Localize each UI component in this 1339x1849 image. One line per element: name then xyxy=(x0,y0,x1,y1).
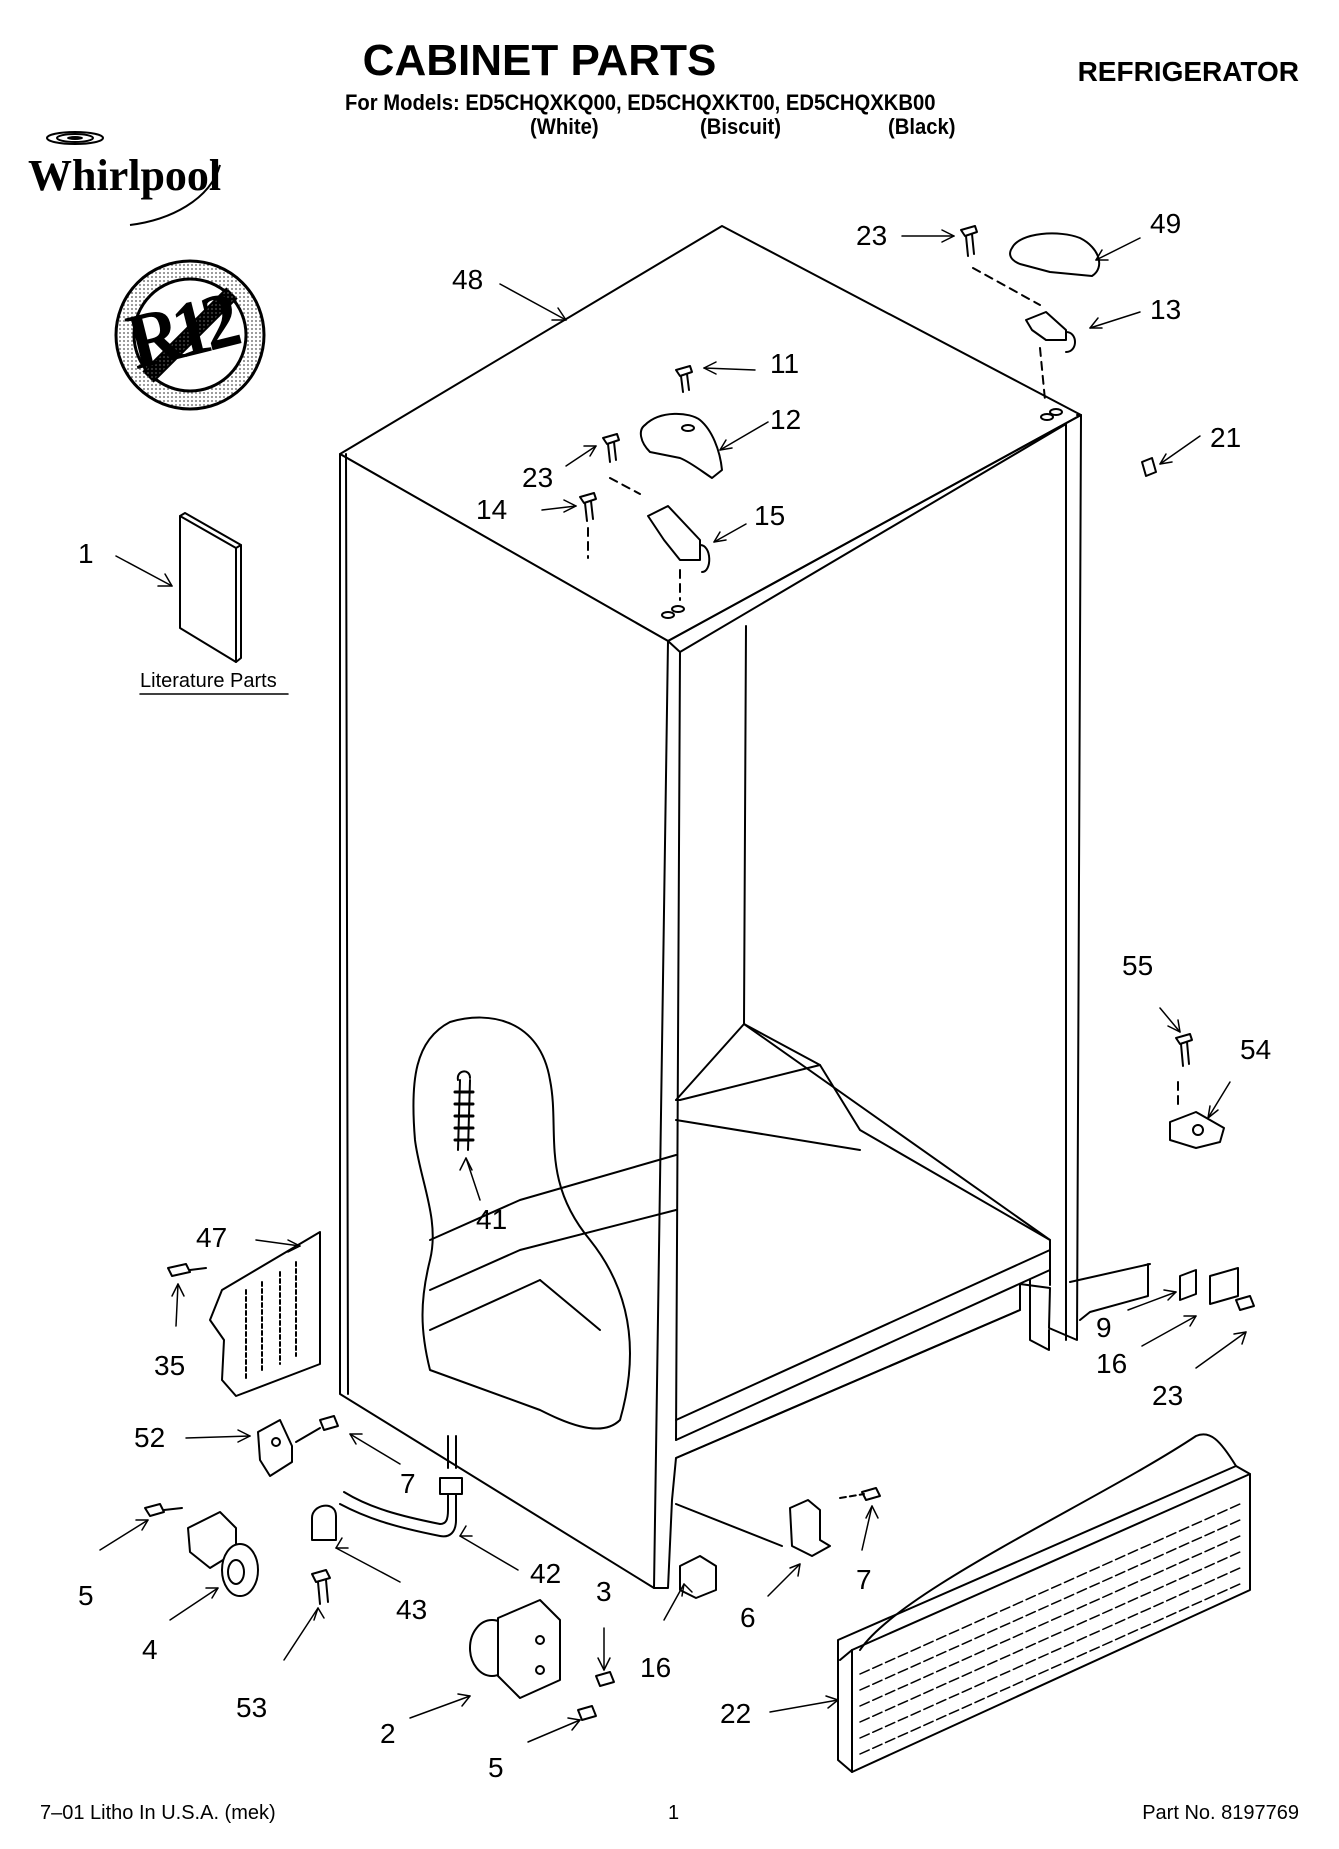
page-title: CABINET PARTS xyxy=(362,36,717,85)
callout-12: 12 xyxy=(770,404,802,435)
callout-23: 23 xyxy=(856,220,888,251)
base-grille xyxy=(837,1433,1251,1773)
brand-logo: Whirlpool xyxy=(28,151,222,200)
callout-2: 2 xyxy=(380,1718,396,1749)
footer-part-number: Part No. 8197769 xyxy=(1142,1802,1299,1824)
callout-7-left: 7 xyxy=(400,1468,416,1499)
no-r12-icon xyxy=(114,259,266,411)
literature-booklet xyxy=(179,512,242,663)
callout-15: 15 xyxy=(754,500,786,531)
callout-5-front: 5 xyxy=(488,1752,504,1783)
variant-white: (White) xyxy=(530,114,599,139)
callout-22: 22 xyxy=(720,1698,752,1729)
callout-23-right: 23 xyxy=(1152,1380,1184,1411)
category-label: REFRIGERATOR xyxy=(1077,56,1299,87)
callout-23-center: 23 xyxy=(522,462,554,493)
right-leveler-parts xyxy=(1169,1033,1225,1149)
callout-49: 49 xyxy=(1150,208,1182,239)
callout-5-left: 5 xyxy=(78,1580,94,1611)
variant-black: (Black) xyxy=(888,114,956,139)
callout-3: 3 xyxy=(596,1576,612,1607)
brand-logo-swoosh xyxy=(46,131,221,226)
base-brackets xyxy=(675,1487,881,1599)
callout-21: 21 xyxy=(1210,422,1242,453)
left-caster xyxy=(144,1503,259,1597)
leader-arrows xyxy=(99,229,1247,1743)
center-hinge-parts xyxy=(579,365,723,601)
right-hinge-parts xyxy=(960,225,1157,477)
callout-7-right: 7 xyxy=(856,1564,872,1595)
callout-9: 9 xyxy=(1096,1312,1112,1343)
callout-48: 48 xyxy=(452,264,484,295)
variant-biscuit: (Biscuit) xyxy=(700,114,781,139)
models-line: For Models: ED5CHQXKQ00, ED5CHQXKT00, ED… xyxy=(345,90,936,115)
drain-tube xyxy=(311,1435,463,1605)
literature-parts-label: Literature Parts xyxy=(140,670,277,692)
callout-1: 1 xyxy=(78,538,94,569)
callout-6: 6 xyxy=(740,1602,756,1633)
cabinet-shell xyxy=(339,225,1082,1589)
callout-16-right: 16 xyxy=(1096,1348,1128,1379)
right-base-bracket xyxy=(1069,1263,1255,1321)
footer-page-number: 1 xyxy=(668,1802,680,1824)
bracket-52 xyxy=(257,1415,339,1477)
callout-14: 14 xyxy=(476,494,508,525)
callout-43: 43 xyxy=(396,1594,428,1625)
callout-16-base: 16 xyxy=(640,1652,672,1683)
callout-42: 42 xyxy=(530,1558,562,1589)
callout-35: 35 xyxy=(154,1350,186,1381)
callout-53: 53 xyxy=(236,1692,268,1723)
callout-54: 54 xyxy=(1240,1034,1272,1065)
callout-55: 55 xyxy=(1122,950,1154,981)
callout-11: 11 xyxy=(770,348,800,379)
callout-41: 41 xyxy=(476,1204,508,1235)
callout-47: 47 xyxy=(196,1222,228,1253)
callout-13: 13 xyxy=(1150,294,1182,325)
callout-52: 52 xyxy=(134,1422,166,1453)
footer-litho: 7–01 Litho In U.S.A. (mek) xyxy=(40,1802,276,1824)
callout-4: 4 xyxy=(142,1634,158,1665)
compressor-cover xyxy=(167,1231,321,1397)
front-caster xyxy=(469,1599,615,1721)
